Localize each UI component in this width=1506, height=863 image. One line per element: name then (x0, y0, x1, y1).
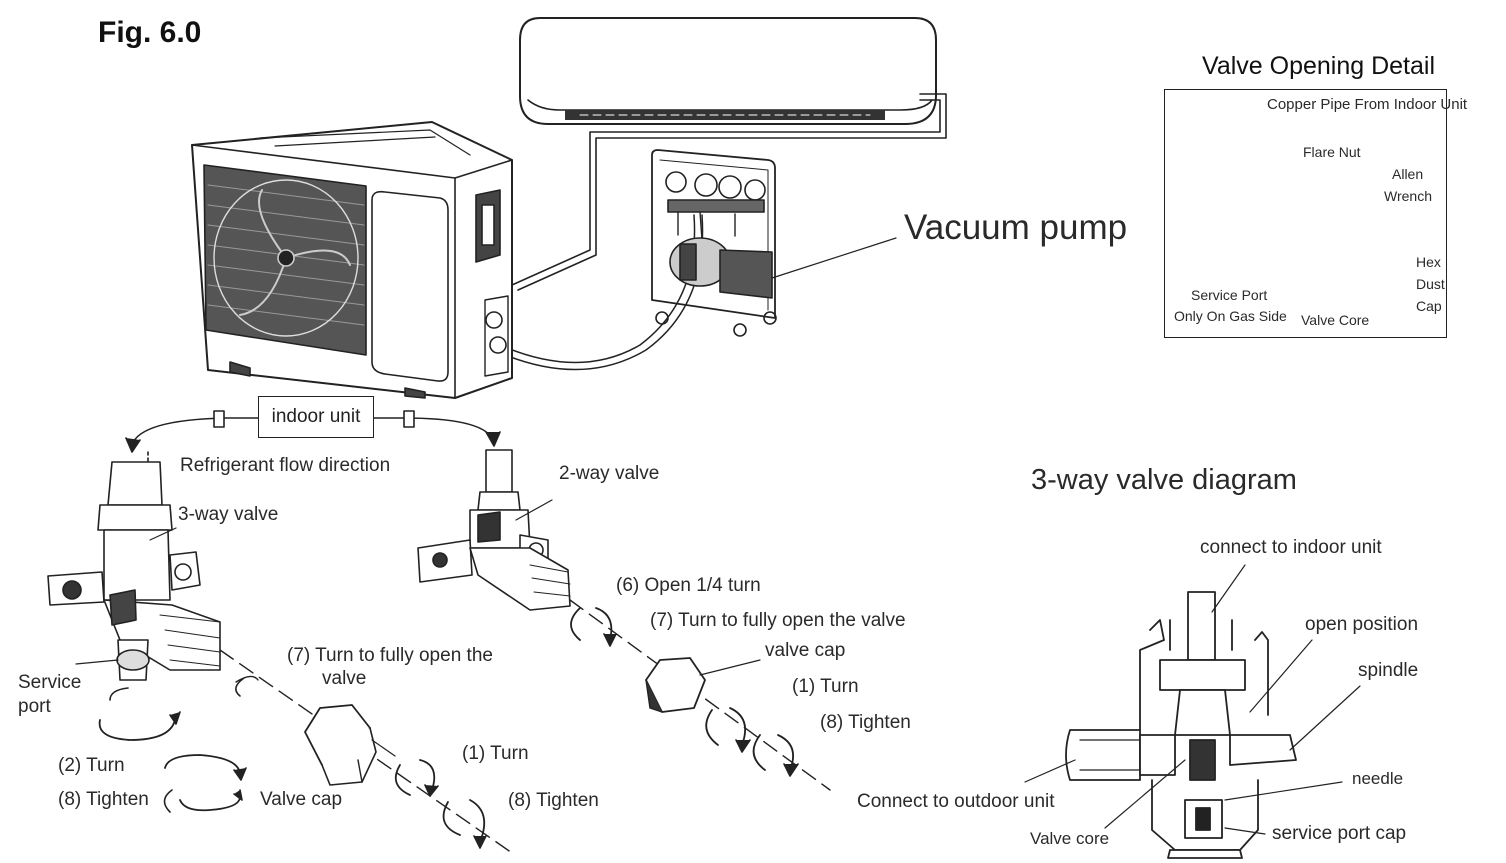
detail-hex-line3: Cap (1416, 298, 1442, 314)
indoor-unit-illustration (519, 17, 937, 125)
detail-allen-line1: Allen (1392, 166, 1424, 182)
left-valve-cap-label: Valve cap (260, 789, 343, 810)
left-valve-cap-illustration (304, 704, 487, 849)
three-way-valve-section-illustration (1024, 564, 1361, 859)
outdoor-unit-illustration (191, 121, 513, 399)
detail-flare-nut: Flare Nut (1303, 144, 1361, 160)
rotation-arrows-right (570, 607, 799, 777)
diagram-valve-core: Valve core (1030, 829, 1110, 848)
diagram-open-position: open position (1305, 614, 1419, 635)
service-port-label-line1: Service (18, 672, 82, 693)
left-step-open-fully-line1: (7) Turn to fully open the (287, 645, 493, 666)
rotation-arrows-left (98, 675, 259, 813)
three-way-valve-label: 3-way valve (178, 504, 279, 525)
right-valve-cap-label: valve cap (765, 640, 846, 661)
valve-detail-title: Valve Opening Detail (1202, 52, 1436, 80)
indoor-unit-box: indoor unit (258, 396, 374, 438)
flow-arrows (125, 410, 501, 463)
vacuum-pump-label: Vacuum pump (904, 208, 1128, 247)
detail-valve-core: Valve Core (1301, 312, 1370, 328)
left-step-turn-2: (2) Turn (58, 755, 125, 776)
figure-label: Fig. 6.0 (98, 16, 202, 49)
diagram-connect-outdoor: Connect to outdoor unit (857, 791, 1055, 812)
three-way-diagram-title: 3-way valve diagram (1031, 464, 1297, 496)
right-step-turn-1: (1) Turn (792, 676, 859, 697)
left-step-tighten-8: (8) Tighten (58, 789, 149, 810)
service-port-label-line2: port (18, 696, 51, 717)
diagram-needle: needle (1352, 769, 1404, 788)
right-step-tighten-8: (8) Tighten (820, 712, 911, 733)
detail-service-port-line2: Only On Gas Side (1174, 308, 1287, 324)
right-step-open-fully: (7) Turn to fully open the valve (650, 610, 906, 631)
valve-detail-box (1164, 89, 1447, 338)
refrigerant-lines (497, 93, 947, 371)
right-step-open-quarter: (6) Open 1/4 turn (616, 575, 761, 596)
detail-copper-pipe: Copper Pipe From Indoor Unit (1267, 96, 1468, 113)
diagram-spindle: spindle (1358, 660, 1419, 681)
detail-hex-line1: Hex (1416, 254, 1441, 270)
diagram-service-port-cap: service port cap (1272, 823, 1407, 844)
detail-service-port-line1: Service Port (1191, 287, 1268, 303)
flow-direction-label: Refrigerant flow direction (180, 455, 391, 476)
left-step-open-fully-line2: valve (322, 668, 367, 689)
three-way-valve-illustration (47, 461, 516, 856)
vacuum-pump-illustration (651, 149, 897, 337)
left-step-turn-1: (1) Turn (462, 743, 529, 764)
left-step-tighten-8b: (8) Tighten (508, 790, 599, 811)
diagram-connect-indoor: connect to indoor unit (1200, 537, 1382, 558)
two-way-valve-label: 2-way valve (559, 463, 660, 484)
detail-allen-line2: Wrench (1384, 188, 1432, 204)
detail-hex-line2: Dust (1416, 276, 1445, 292)
two-way-valve-illustration (417, 449, 831, 791)
